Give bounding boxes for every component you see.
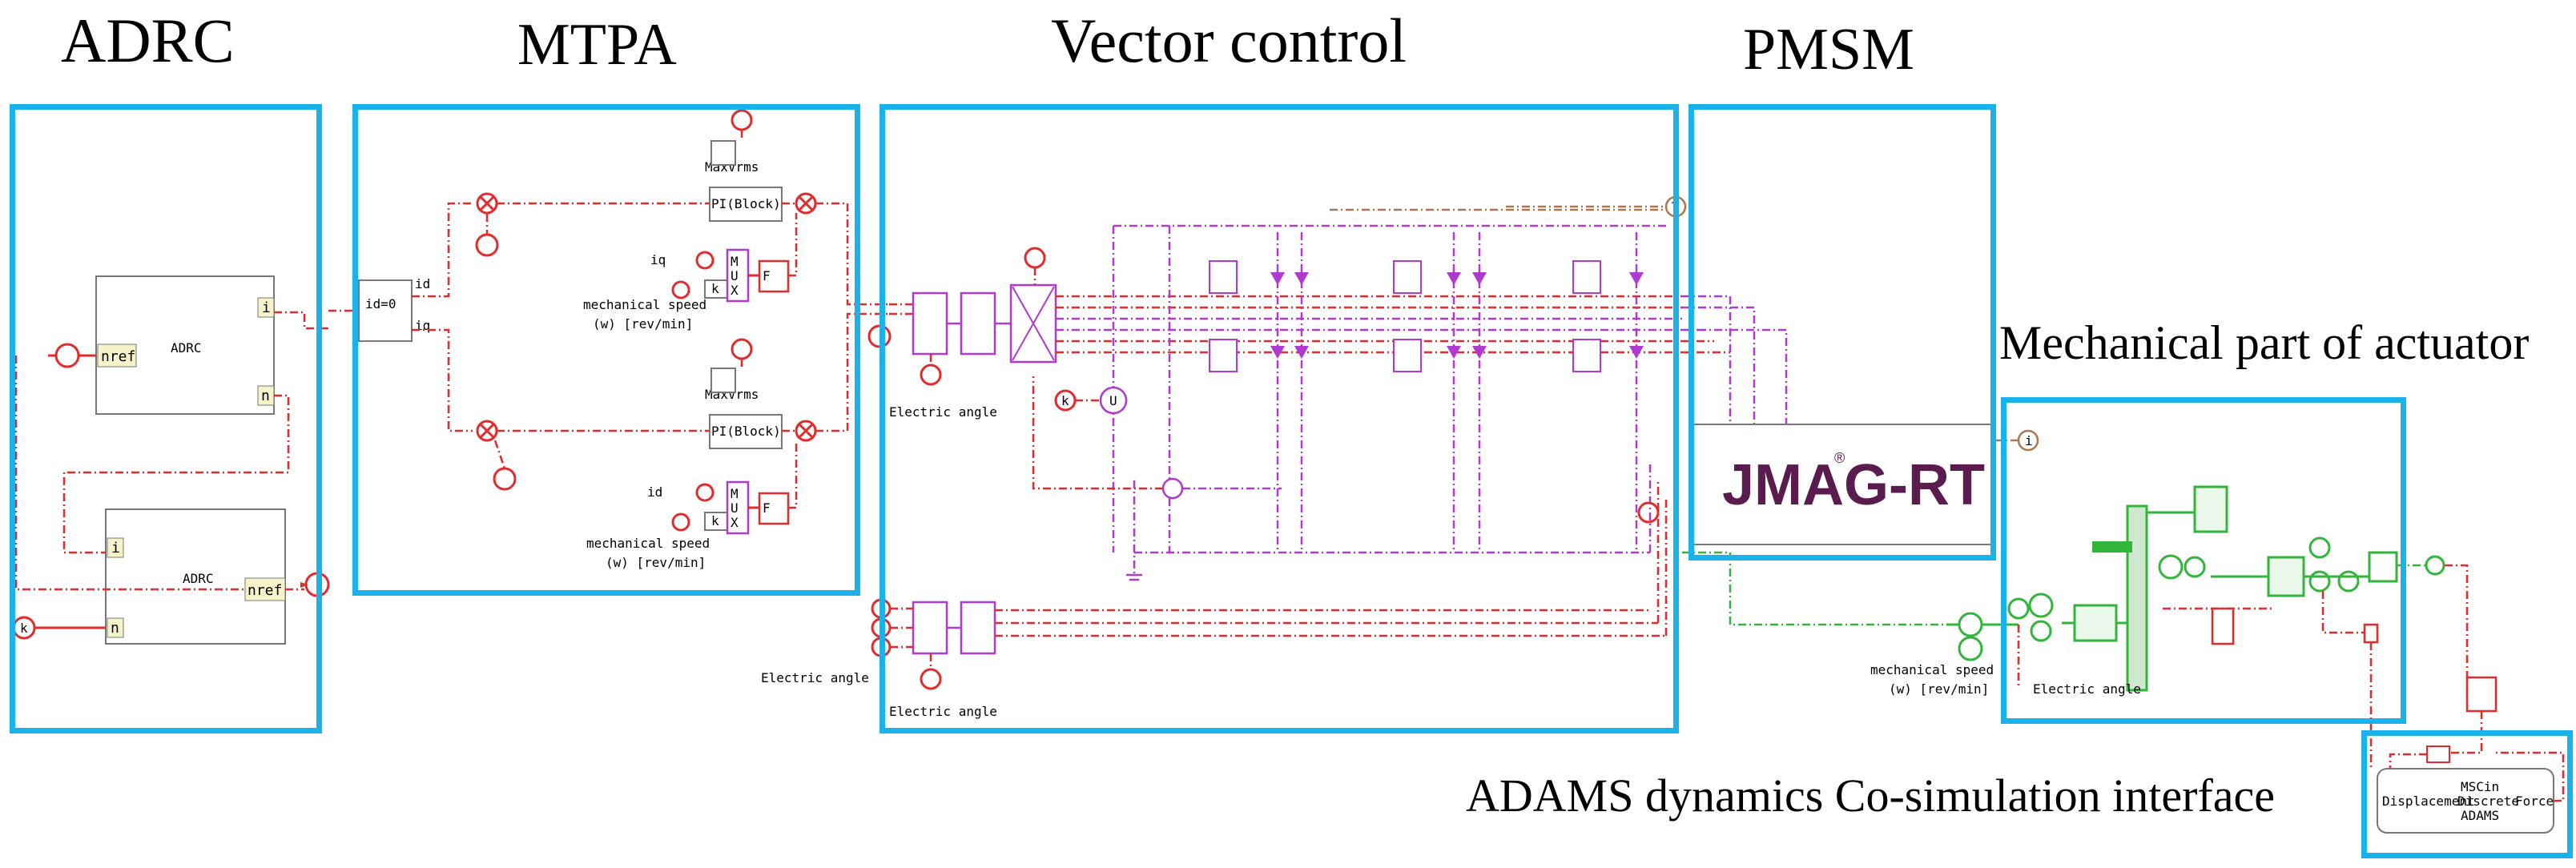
- svg-text:ADAMS: ADAMS: [2461, 808, 2499, 823]
- adrc-port-nref-lower: nref: [248, 582, 282, 599]
- svg-text:U: U: [731, 500, 739, 516]
- transistor-bridge-icon: [1572, 232, 1644, 553]
- svg-text:U: U: [731, 268, 739, 283]
- svg-text:(w) [rev/min]: (w) [rev/min]: [593, 316, 693, 332]
- jmag-rt-logo: JMAG-RT: [1722, 453, 1985, 517]
- svg-text:PI(Block): PI(Block): [711, 196, 781, 211]
- pmsm-frame: [1688, 104, 1996, 561]
- adams-section: Displacement MSCin Discrete ADAMS Force: [2377, 676, 2565, 834]
- title-mtpa: MTPA: [517, 12, 677, 78]
- svg-text:MSCin: MSCin: [2461, 779, 2499, 794]
- title-adrc: ADRC: [61, 6, 235, 75]
- svg-text:id=0: id=0: [365, 296, 396, 311]
- svg-text:®: ®: [1834, 450, 1845, 466]
- svg-text:k: k: [711, 513, 719, 528]
- gear-icon: [2073, 604, 2118, 642]
- title-adams: ADAMS dynamics Co-simulation interface: [1466, 770, 2275, 822]
- adrc-frame: [10, 104, 322, 733]
- adrc-block-upper-label: ADRC: [171, 340, 202, 356]
- svg-text:mechanical speed: mechanical speed: [586, 536, 710, 551]
- adrc-port-n-upper: n: [261, 388, 270, 404]
- svg-text:M: M: [731, 486, 739, 501]
- svg-text:k: k: [20, 621, 28, 636]
- svg-text:M: M: [731, 254, 739, 269]
- adams-gain-block: [2465, 676, 2498, 713]
- shaft-icon: [2126, 504, 2148, 692]
- adrc-port-i-lower: i: [111, 540, 120, 557]
- abc-transform-block[interactable]: [912, 291, 948, 356]
- transistor-bridge-icon: [1209, 232, 1309, 553]
- mechanical-section: mechanical speed (w) [rev/min] Electric …: [1682, 485, 2483, 769]
- transistor-bridge-icon: [1393, 232, 1487, 553]
- title-pmsm: PMSM: [1743, 17, 1914, 82]
- svg-text:mechanical speed: mechanical speed: [583, 297, 706, 312]
- title-vector-control: Vector control: [1051, 6, 1407, 75]
- pi-block-upper[interactable]: [709, 187, 783, 222]
- func-block-upper: [758, 259, 790, 293]
- gear-icon: [2193, 485, 2228, 533]
- voltage-source-icon: [1099, 386, 1128, 415]
- svg-text:X: X: [731, 515, 739, 530]
- adrc-block-lower[interactable]: [105, 508, 286, 645]
- id0-block[interactable]: [358, 279, 413, 342]
- electric-angle-label-top: Electric angle: [889, 404, 997, 420]
- svg-text:Displacement: Displacement: [2382, 794, 2475, 809]
- adrc-port-n-lower: n: [111, 620, 119, 637]
- svg-text:F: F: [763, 500, 771, 516]
- title-mechanical: Mechanical part of actuator: [1999, 316, 2530, 369]
- adams-frame: [2361, 730, 2573, 858]
- mechanical-frame: [2001, 397, 2406, 724]
- svg-text:Force: Force: [2515, 794, 2554, 809]
- mtpa-section: id=0 id iq PI(Block) MaxVrms iq k M U X …: [328, 109, 889, 570]
- svg-text:k: k: [1061, 393, 1069, 408]
- svg-text:k: k: [711, 281, 719, 296]
- svg-text:Discrete: Discrete: [2457, 794, 2519, 809]
- svg-text:X: X: [731, 283, 739, 298]
- adrc-block-lower-label: ADRC: [183, 571, 214, 586]
- pi-block-lower[interactable]: [709, 414, 783, 449]
- mtpa-frame: [352, 104, 860, 596]
- svg-text:(w) [rev/min]: (w) [rev/min]: [606, 555, 706, 570]
- mech-speed-unit: (w) [rev/min]: [1889, 681, 1989, 697]
- svg-text:iq: iq: [650, 252, 666, 267]
- svg-text:PI(Block): PI(Block): [711, 424, 781, 439]
- adrc-port-nref-upper: nref: [101, 348, 135, 365]
- svg-text:i: i: [2025, 433, 2033, 448]
- svg-text:id: id: [415, 276, 430, 291]
- electric-angle-label-bottom: Electric angle: [889, 704, 997, 719]
- vector-control-frame: [879, 104, 1679, 733]
- svg-text:U: U: [1109, 393, 1117, 408]
- electric-angle-label-left: Electric angle: [761, 670, 869, 685]
- sensor-icon: [2368, 551, 2398, 583]
- pmsm-section: JMAG-RT ® i: [1637, 295, 2039, 636]
- electric-angle-label-mech: Electric angle: [2033, 681, 2141, 697]
- jmag-rt-block[interactable]: [1689, 424, 1995, 545]
- vector-control-section: Electric angle T: [761, 195, 1730, 719]
- adrc-port-i-upper: i: [262, 299, 271, 316]
- svg-text:F: F: [763, 268, 771, 283]
- svg-text:id: id: [647, 484, 662, 500]
- source-circle-icon: [493, 467, 517, 491]
- mech-speed-label: mechanical speed: [1870, 662, 1994, 677]
- adrc-section: ADRC nref i n ADRC i n nref k: [12, 275, 330, 645]
